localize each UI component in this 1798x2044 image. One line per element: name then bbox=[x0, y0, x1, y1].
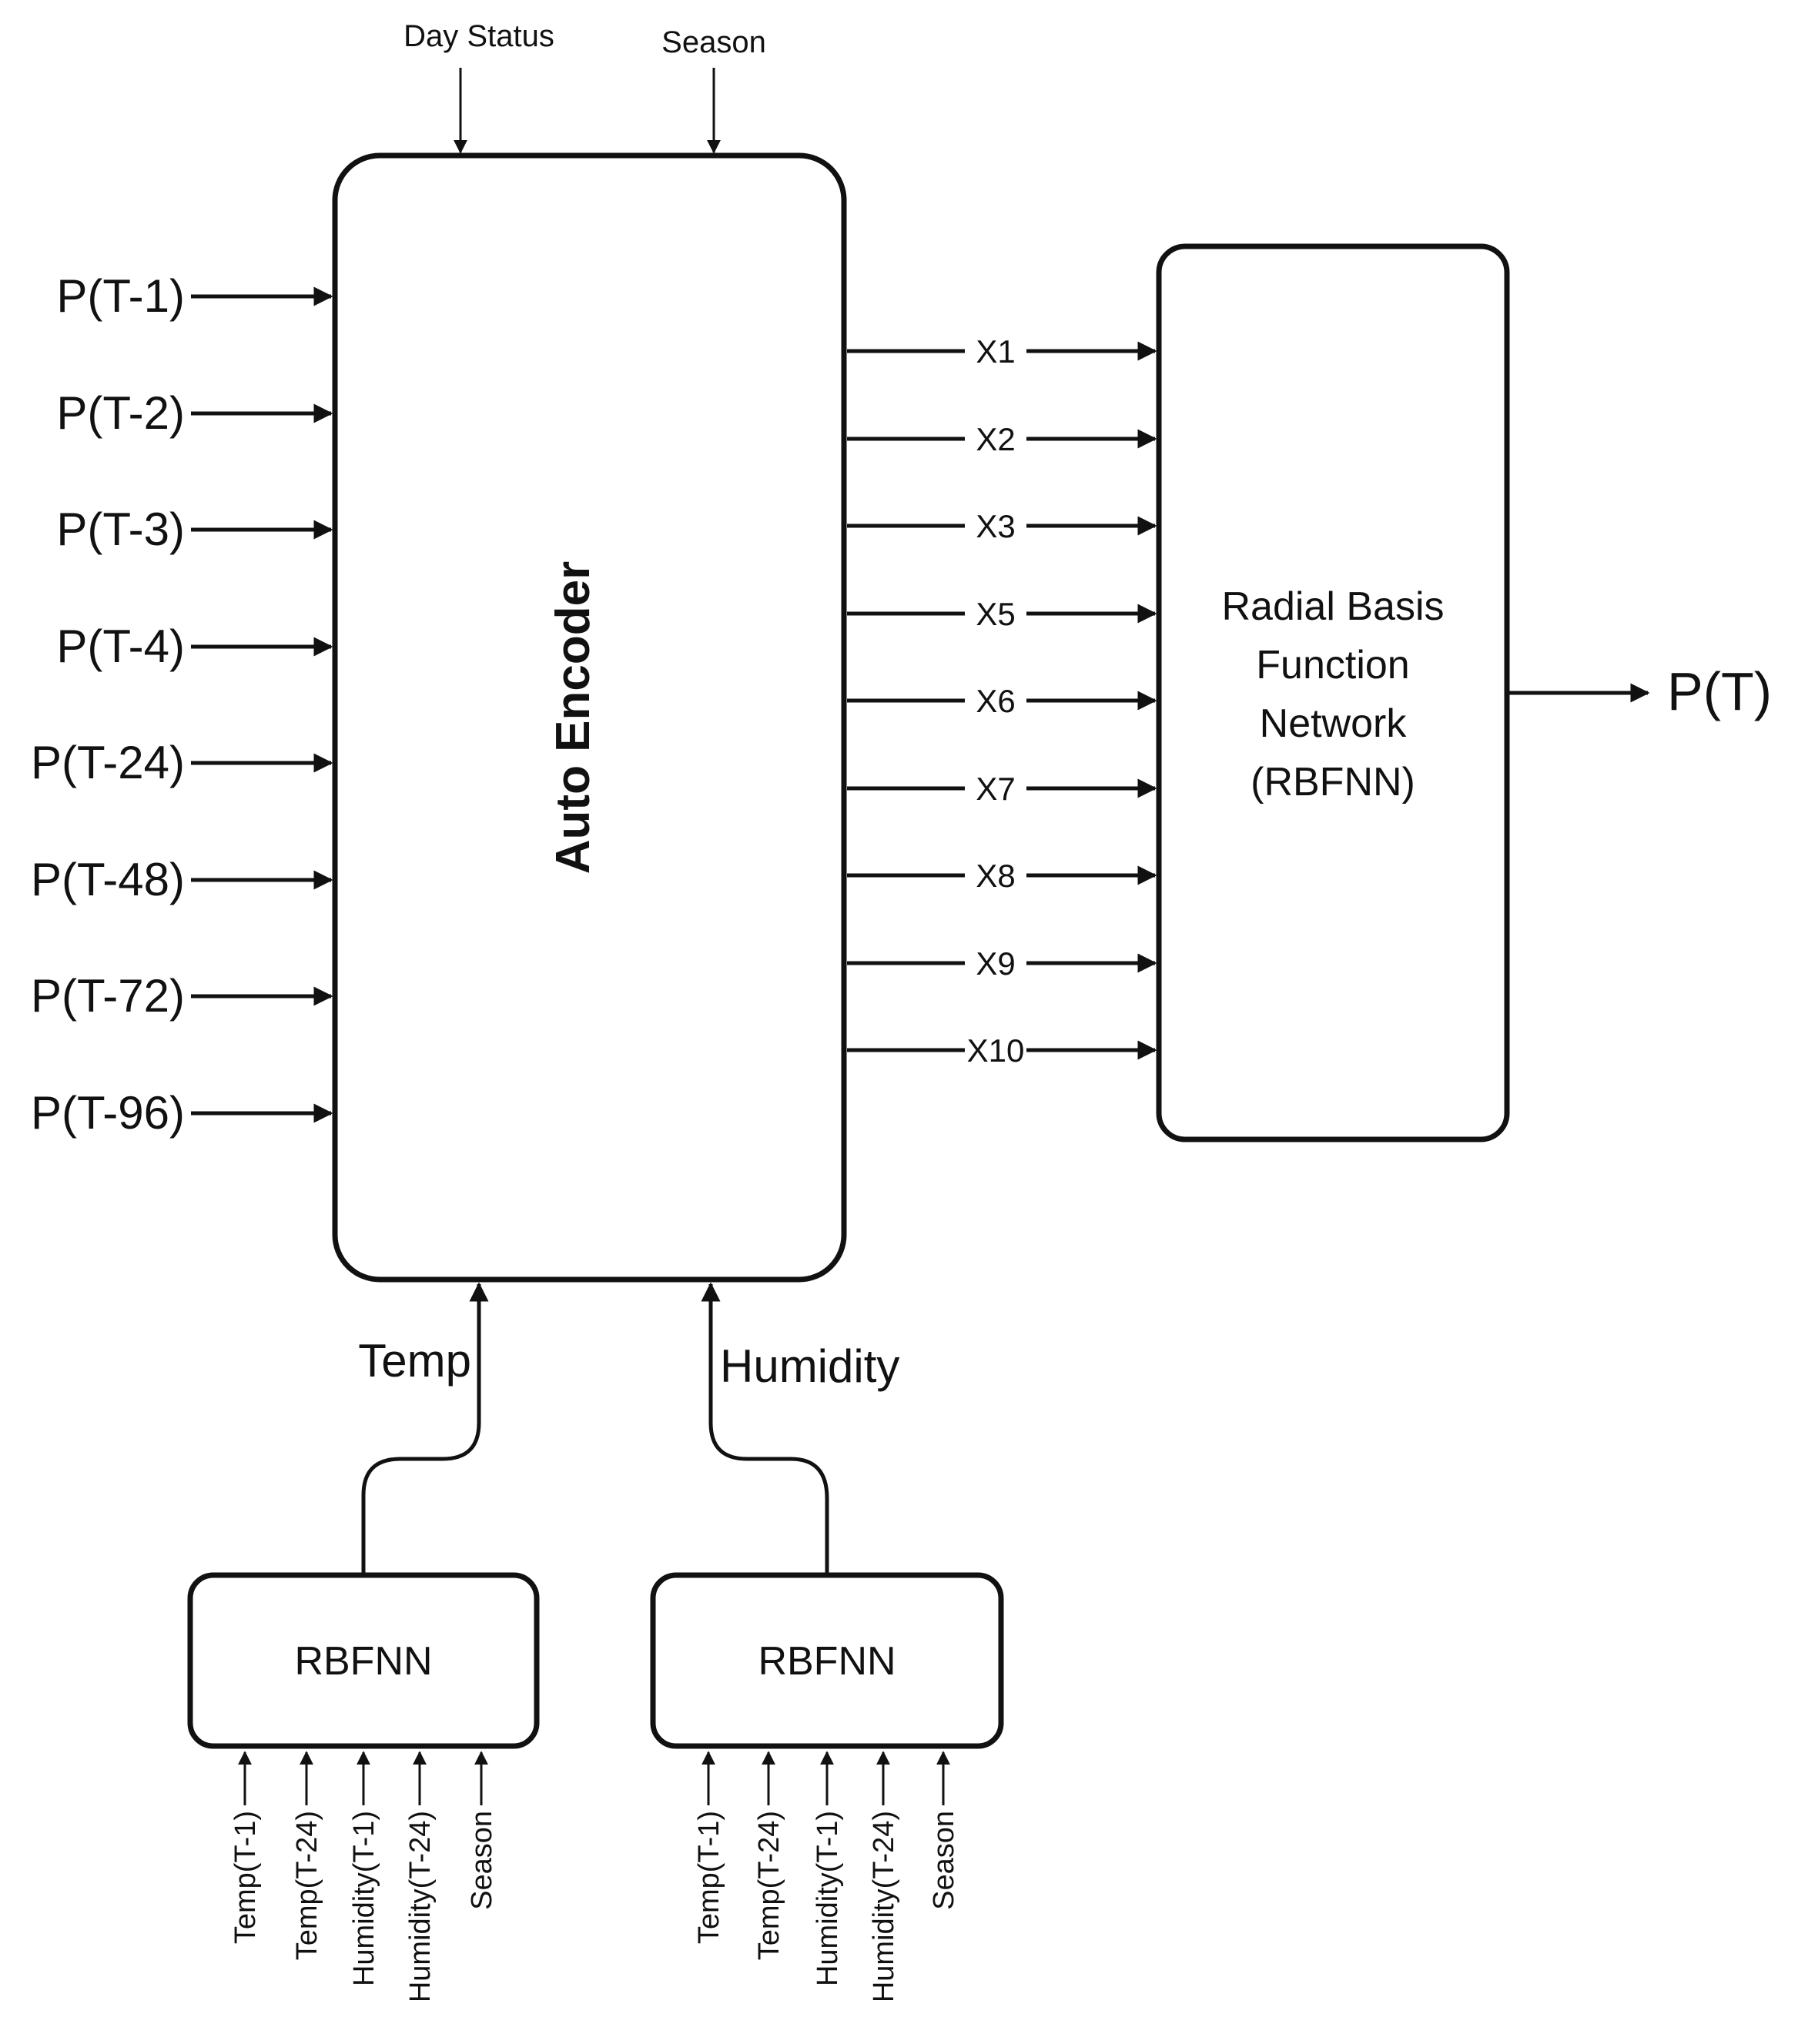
encoded-feature-label: X2 bbox=[976, 421, 1015, 457]
sub-model-humidity-label: RBFNN bbox=[758, 1639, 896, 1684]
encoded-feature-label: X8 bbox=[976, 858, 1015, 894]
rbfnn-main-line-2: Function bbox=[1256, 643, 1409, 687]
encoded-feature-label: X9 bbox=[976, 945, 1015, 982]
sub-input-label: Humidity(T-1) bbox=[812, 1811, 844, 1986]
lag-inputs: P(T-1) P(T-2) P(T-3) P(T-4) P(T-24) P(T-48) P(… bbox=[31, 270, 333, 1139]
encoded-feature: X10 bbox=[847, 1032, 1157, 1069]
sub-input-label: Season bbox=[928, 1811, 960, 1910]
autoencoder-box bbox=[332, 152, 847, 1283]
encoded-feature: X2 bbox=[847, 421, 1157, 457]
lag-input-label: P(T-4) bbox=[56, 621, 185, 672]
lag-input-label: P(T-3) bbox=[56, 503, 185, 555]
autoencoder-label: Auto Encoder bbox=[547, 561, 600, 874]
encoded-feature: X8 bbox=[847, 858, 1157, 894]
encoded-feature: X3 bbox=[847, 508, 1157, 544]
rbfnn-main-line-4: (RBFNN) bbox=[1251, 760, 1415, 805]
sub-input-label: Humidity(T-24) bbox=[868, 1811, 900, 2002]
temp-output-label: Temp bbox=[358, 1335, 471, 1387]
sub-input-label: Temp(T-24) bbox=[753, 1811, 785, 1960]
lag-input-label: P(T-24) bbox=[31, 737, 185, 788]
rbfnn-main-box bbox=[1156, 243, 1510, 1142]
humidity-output-label: Humidity bbox=[720, 1340, 899, 1392]
encoded-feature-label: X1 bbox=[976, 333, 1015, 370]
day-status-label: Day Status bbox=[403, 19, 554, 53]
encoded-feature: X9 bbox=[847, 945, 1157, 982]
sub-input-label: Humidity(T-1) bbox=[348, 1811, 380, 1986]
lag-input-label: P(T-1) bbox=[56, 270, 185, 322]
sub-model-humidity-inputs: Temp(T-1) Temp(T-24) Humidity(T-1) Humidity… bbox=[693, 1751, 960, 2002]
humidity-connector bbox=[701, 1282, 829, 1574]
encoded-feature-label: X6 bbox=[976, 683, 1015, 719]
lag-input-label: P(T-72) bbox=[31, 970, 185, 1022]
season-top-label: Season bbox=[661, 25, 766, 59]
sub-input-label: Temp(T-1) bbox=[229, 1811, 262, 1944]
encoded-feature-label: X7 bbox=[976, 771, 1015, 807]
encoded-feature: X7 bbox=[847, 771, 1157, 807]
encoded-feature: X1 bbox=[847, 333, 1157, 370]
output-label: P(T) bbox=[1667, 661, 1772, 721]
temp-connector bbox=[361, 1282, 489, 1574]
sub-model-humidity-box bbox=[650, 1572, 1004, 1749]
lag-input-label: P(T-2) bbox=[56, 387, 185, 439]
encoded-feature-label: X10 bbox=[967, 1032, 1025, 1069]
encoded-feature-label: X5 bbox=[976, 596, 1015, 632]
sub-model-temp-box bbox=[187, 1572, 540, 1749]
lag-input-label: P(T-96) bbox=[31, 1087, 185, 1139]
sub-input-label: Temp(T-24) bbox=[291, 1811, 323, 1960]
output: P(T) bbox=[1509, 661, 1772, 721]
encoded-feature: X6 bbox=[847, 683, 1157, 719]
rbfnn-main-block: Radial Basis Function Network (RBFNN) bbox=[1156, 243, 1510, 1142]
encoded-feature-label: X3 bbox=[976, 508, 1015, 544]
autoencoder-block: Auto Encoder bbox=[332, 152, 847, 1283]
sub-input-label: Humidity(T-24) bbox=[404, 1811, 437, 2002]
rbfnn-main-line-1: Radial Basis bbox=[1221, 584, 1444, 629]
lag-input-label: P(T-48) bbox=[31, 854, 185, 905]
sub-model-humidity: RBFNN Humidity Temp(T-1) Temp(T-24) Humidi… bbox=[650, 1282, 1004, 2002]
sub-input-label: Season bbox=[466, 1811, 498, 1910]
sub-model-temp-label: RBFNN bbox=[294, 1639, 432, 1684]
sub-input-label: Temp(T-1) bbox=[693, 1811, 725, 1944]
sub-model-temp: RBFNN Temp Temp(T-1) Temp(T-24) Humidity(T… bbox=[187, 1282, 540, 2002]
sub-model-temp-inputs: Temp(T-1) Temp(T-24) Humidity(T-1) Humidity… bbox=[229, 1751, 498, 2002]
top-inputs: Day Status Season bbox=[403, 19, 766, 154]
rbfnn-main-line-3: Network bbox=[1260, 701, 1408, 746]
encoded-feature: X5 bbox=[847, 596, 1157, 632]
